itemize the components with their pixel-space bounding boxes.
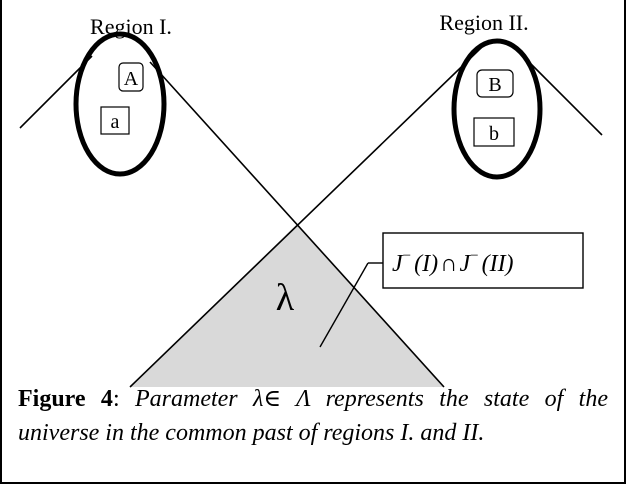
lambda-symbol: λ — [276, 277, 295, 319]
formula-arg1: (I) — [414, 251, 438, 277]
box-B-frame — [476, 69, 514, 98]
region-1-ellipse — [73, 31, 167, 177]
box-A-label: A — [124, 68, 139, 90]
formula-cap: ∩ — [440, 251, 457, 277]
common-past-region — [130, 224, 444, 387]
intersection-formula: J−(I)∩J−(II) — [392, 248, 514, 277]
light-cone-line-1-right — [149, 61, 445, 388]
region-2-ellipse — [451, 38, 543, 180]
region-2-title: Region II. — [439, 10, 528, 35]
box-b-frame — [473, 117, 515, 147]
intersection-box — [382, 232, 584, 289]
caption-text: Parameter λ∈ Λ represents the state of t… — [18, 386, 608, 446]
light-cone-line-2-left — [129, 46, 483, 388]
formula-j1: J — [392, 251, 404, 277]
formula-sup1: − — [403, 248, 411, 264]
spacetime-diagram: Region I. Region II. A a B b λ J−(I)∩J−(… — [19, 10, 603, 388]
caption-label: Figure 4 — [18, 386, 113, 412]
box-A-frame — [118, 62, 144, 92]
box-B-label: B — [488, 74, 501, 96]
formula-arg2: (II) — [482, 251, 514, 277]
box-a-label: a — [111, 111, 120, 133]
formula-j2: J — [459, 251, 471, 277]
box-a-frame — [100, 106, 130, 135]
pointer-line — [319, 262, 369, 348]
figure-caption: Figure 4: Parameter λ∈ Λ represents the … — [18, 382, 608, 450]
region-1-title: Region I. — [90, 14, 172, 39]
light-cone-line-2-right — [523, 56, 603, 136]
caption-separator: : — [112, 386, 135, 412]
box-b-label: b — [489, 123, 499, 145]
formula-sup2: − — [470, 248, 478, 264]
